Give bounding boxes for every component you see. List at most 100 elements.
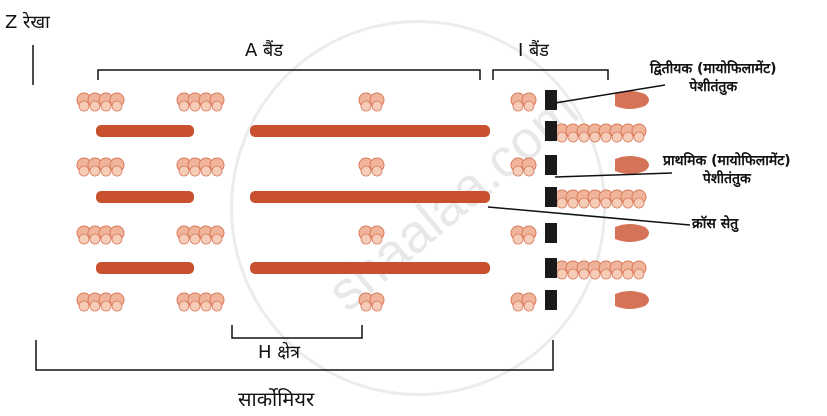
primary-pointer <box>554 172 673 178</box>
thin-filament <box>200 300 212 312</box>
thin-filament <box>178 100 190 112</box>
secondary-pointer <box>554 84 666 104</box>
thin-filament <box>111 100 123 112</box>
cross-bridge-pointer <box>487 206 691 226</box>
z-line-segment <box>545 258 557 278</box>
thin-filament-right <box>600 131 612 143</box>
sarcomere-label: सार्कोमियर <box>238 387 315 411</box>
primary-label-line2: पेशीतंतुक <box>702 171 751 187</box>
thin-filament <box>512 100 524 112</box>
z-line-segment <box>545 90 557 110</box>
thin-filament <box>523 233 535 245</box>
thin-filament <box>100 233 112 245</box>
thin-filament-right <box>611 268 623 280</box>
thin-filament <box>360 100 372 112</box>
thin-filament-right <box>611 131 623 143</box>
thin-filament <box>211 300 223 312</box>
thick-filament <box>96 191 194 203</box>
primary-label-line1: प्राथमिक (मायोफिलामेंट) <box>663 153 791 169</box>
thin-filament <box>78 100 90 112</box>
thin-filament <box>189 165 201 177</box>
thick-filament <box>96 125 194 137</box>
thin-filament <box>360 300 372 312</box>
h-zone-label: H क्षेत्र <box>258 342 301 363</box>
thin-filament-right <box>578 197 590 209</box>
thin-filament <box>189 233 201 245</box>
thin-filament <box>523 100 535 112</box>
thin-filament <box>89 233 101 245</box>
thin-filament <box>89 165 101 177</box>
thin-filament <box>78 165 90 177</box>
thin-filament <box>211 100 223 112</box>
thick-filament-end <box>615 291 649 309</box>
filaments <box>76 90 649 312</box>
thin-filament-right <box>611 197 623 209</box>
thin-filament <box>89 100 101 112</box>
h-zone-bracket <box>231 325 363 339</box>
thick-filament-end <box>615 224 649 242</box>
thin-filament <box>178 233 190 245</box>
thin-filament <box>100 100 112 112</box>
thin-filament <box>100 165 112 177</box>
thick-filament <box>250 125 490 137</box>
thin-filament-right <box>633 197 645 209</box>
thick-filament <box>250 191 490 203</box>
thin-filament-right <box>589 268 601 280</box>
thick-filament-end <box>615 91 649 109</box>
primary-filament-label: प्राथमिक (मायोफिलामेंट) पेशीतंतुक <box>663 152 791 188</box>
thin-filament <box>200 100 212 112</box>
z-line-segment <box>545 290 557 310</box>
z-line-label: Z रेखा <box>5 12 50 33</box>
thin-filament-right <box>600 268 612 280</box>
thin-filament <box>111 233 123 245</box>
sarcomere-bracket <box>35 340 554 371</box>
thin-filament <box>89 300 101 312</box>
i-band-label: I बैंड <box>518 40 549 61</box>
i-band-bracket <box>492 69 609 80</box>
a-band-label: A बैंड <box>245 40 283 61</box>
thin-filament <box>78 300 90 312</box>
thin-filament <box>189 300 201 312</box>
thin-filament <box>178 300 190 312</box>
thin-filament <box>512 165 524 177</box>
thin-filament-right <box>556 197 568 209</box>
thin-filament-right <box>600 197 612 209</box>
secondary-label-line1: द्वितीयक (मायोफिलामेंट) <box>650 61 777 77</box>
cross-bridge-label: क्रॉस सेतु <box>692 216 739 232</box>
thin-filament <box>360 233 372 245</box>
z-line-segment <box>545 187 557 207</box>
thin-filament-right <box>622 197 634 209</box>
thick-filament <box>250 262 490 274</box>
thin-filament-right <box>622 131 634 143</box>
thin-filament <box>111 300 123 312</box>
thin-filament-right <box>556 131 568 143</box>
thin-filament-right <box>556 268 568 280</box>
thin-filament-right <box>633 268 645 280</box>
thin-filament-right <box>567 131 579 143</box>
thin-filament <box>371 233 383 245</box>
thin-filament <box>371 300 383 312</box>
thin-filament <box>211 233 223 245</box>
thick-filament <box>96 262 194 274</box>
thin-filament <box>100 300 112 312</box>
thin-filament <box>371 165 383 177</box>
thin-filament <box>200 233 212 245</box>
thin-filament <box>178 165 190 177</box>
secondary-filament-label: द्वितीयक (मायोफिलामेंट) पेशीतंतुक <box>650 60 777 96</box>
thin-filament <box>189 100 201 112</box>
thin-filament <box>523 165 535 177</box>
thin-filament <box>360 165 372 177</box>
z-line-segment <box>545 223 557 243</box>
thin-filament <box>512 300 524 312</box>
thin-filament-right <box>589 131 601 143</box>
z-line-segment <box>545 121 557 141</box>
thin-filament-right <box>633 131 645 143</box>
thin-filament <box>512 233 524 245</box>
thin-filament <box>523 300 535 312</box>
thin-filament-right <box>567 268 579 280</box>
thick-filament-end <box>615 156 649 174</box>
thin-filament-right <box>578 131 590 143</box>
thin-filament-right <box>589 197 601 209</box>
